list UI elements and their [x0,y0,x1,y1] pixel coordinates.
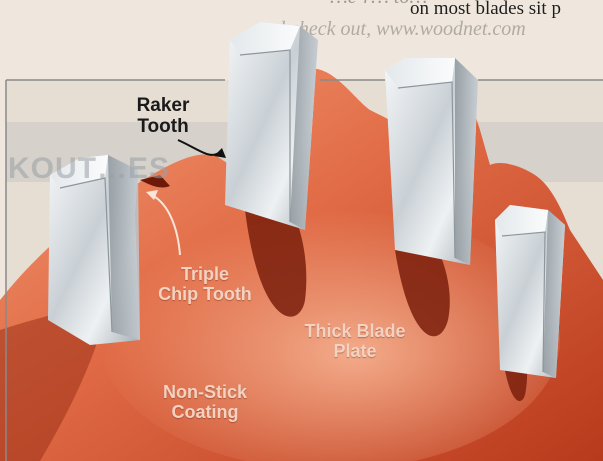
label-plate-line2: Plate [290,342,420,362]
label-coating-line1: Non-Stick [150,383,260,403]
label-raker-line2: Tooth [128,117,198,138]
label-raker-line1: Raker [128,96,198,117]
raker-tooth [225,22,318,230]
label-non-stick-coating: Non-Stick Coating [150,383,260,423]
label-raker-tooth: Raker Tooth [128,96,198,138]
tooth-4 [495,205,565,378]
label-thick-blade-plate: Thick Blade Plate [290,322,420,362]
label-triple-line1: Triple [145,265,265,285]
label-plate-line1: Thick Blade [290,322,420,342]
tooth-3 [385,58,478,265]
background-banner: KOUT…ES [8,152,170,186]
label-triple-chip-tooth: Triple Chip Tooth [145,265,265,305]
label-coating-line2: Coating [150,403,260,423]
label-triple-line2: Chip Tooth [145,285,265,305]
